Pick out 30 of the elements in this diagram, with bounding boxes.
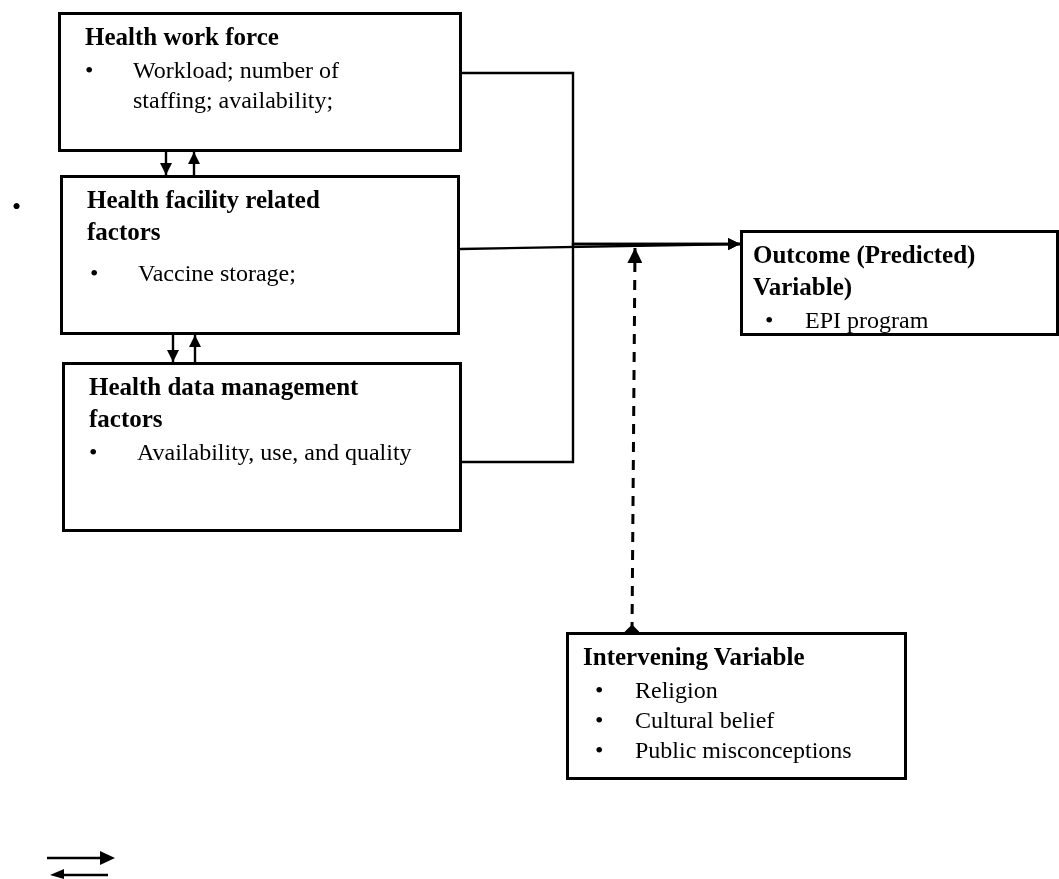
arrow <box>160 152 172 175</box>
box-heading: Health work force <box>85 22 280 52</box>
box-heading: Health facility related factors <box>87 185 321 247</box>
bullet-mark: • <box>595 706 605 735</box>
bullet-item: EPI program <box>805 306 930 335</box>
bullet-item: Workload; number of staffing; availability; <box>133 56 340 115</box>
bullet-item: Religion <box>635 676 719 705</box>
box-heading: Intervening Variable <box>583 642 806 672</box>
bullet-mark: • <box>595 676 605 705</box>
bullet-item: Public misconceptions <box>635 736 853 765</box>
box-heading: Health data management factors <box>89 372 360 434</box>
bullet-mark: • <box>765 306 775 335</box>
bullet-item: Availability, use, and quality <box>137 438 413 467</box>
bullet-mark: • <box>90 259 100 288</box>
outcome-box <box>740 230 1059 336</box>
arrow <box>188 152 200 175</box>
bullet-mark: • <box>89 438 99 467</box>
factor-box <box>62 362 462 532</box>
intervening-box <box>566 632 907 780</box>
arrow <box>189 335 201 362</box>
bullet-item: Vaccine storage; <box>138 259 297 288</box>
bullet-mark: • <box>12 192 22 222</box>
bullet-item: Cultural belief <box>635 706 776 735</box>
bullet-mark: • <box>595 736 605 765</box>
box-heading: Outcome (Predicted) Variable) <box>753 240 977 302</box>
arrow <box>167 335 179 362</box>
factor-box <box>60 175 460 335</box>
factor-box <box>58 12 462 152</box>
bullet-mark: • <box>85 56 95 85</box>
arrow <box>462 238 740 464</box>
